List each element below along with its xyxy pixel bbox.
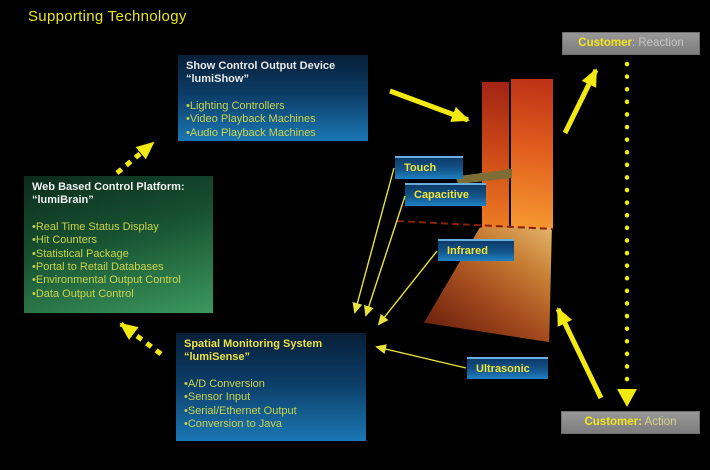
- kiosk-left-panel: [482, 82, 509, 228]
- customer-reaction-prefix: Customer: [578, 37, 632, 49]
- bullet-item: •A/D Conversion: [184, 377, 265, 390]
- kiosk-right-panel: [511, 79, 553, 228]
- bullet-item: •Sensor Input: [184, 391, 251, 404]
- customer-reaction-box: Customer: Reaction: [562, 32, 700, 55]
- bullet-item: •Statistical Package: [32, 247, 129, 260]
- label-ultrasonic: Ultrasonic: [467, 357, 548, 379]
- bullet-item: •Serial/Ethernet Output: [184, 404, 297, 417]
- bullet-item: •Video Playback Machines: [186, 113, 316, 126]
- bullet-item: •Environmental Output Control: [32, 274, 181, 287]
- lumishow-box: Show Control Output Device “lumiShow” •L…: [178, 55, 368, 141]
- label-touch: Touch: [395, 156, 463, 179]
- lumishow-title-line2: “lumiShow”: [186, 73, 249, 86]
- bullet-item: •Real Time Status Display: [32, 220, 159, 233]
- lumibrain-title-line2: “lumiBrain”: [32, 194, 94, 207]
- lumibrain-box: Web Based Control Platform: “lumiBrain” …: [24, 176, 213, 313]
- lumisense-box: Spatial Monitoring System “lumiSense” •A…: [176, 333, 366, 441]
- bullet-item: •Audio Playback Machines: [186, 126, 316, 139]
- lumibrain-title-line1: Web Based Control Platform:: [32, 181, 185, 193]
- lumibrain-list: •Real Time Status Display•Hit Counters•S…: [32, 221, 205, 301]
- label-infrared: Infrared: [438, 239, 514, 261]
- label-capacitive: Capacitive: [405, 183, 486, 206]
- bullet-item: •Conversion to Java: [184, 418, 283, 431]
- bullet-item: •Portal to Retail Databases: [32, 261, 164, 274]
- page-title: Supporting Technology: [28, 8, 187, 25]
- customer-action-box: Customer: Action: [561, 411, 700, 434]
- lumisense-title-line2: “lumiSense”: [184, 351, 251, 364]
- bullet-item: •Data Output Control: [32, 287, 134, 300]
- bullet-item: •Hit Counters: [32, 234, 97, 247]
- customer-action-text: Action: [641, 416, 677, 428]
- lumishow-list: •Lighting Controllers•Video Playback Mac…: [186, 100, 360, 140]
- lumishow-title-line1: Show Control Output Device: [186, 60, 336, 72]
- customer-reaction-text: : Reaction: [631, 37, 684, 49]
- lumisense-list: •A/D Conversion•Sensor Input•Serial/Ethe…: [184, 378, 358, 432]
- lumisense-title-line1: Spatial Monitoring System: [184, 338, 323, 350]
- customer-action-prefix: Customer:: [584, 416, 642, 428]
- bullet-item: •Lighting Controllers: [186, 99, 285, 112]
